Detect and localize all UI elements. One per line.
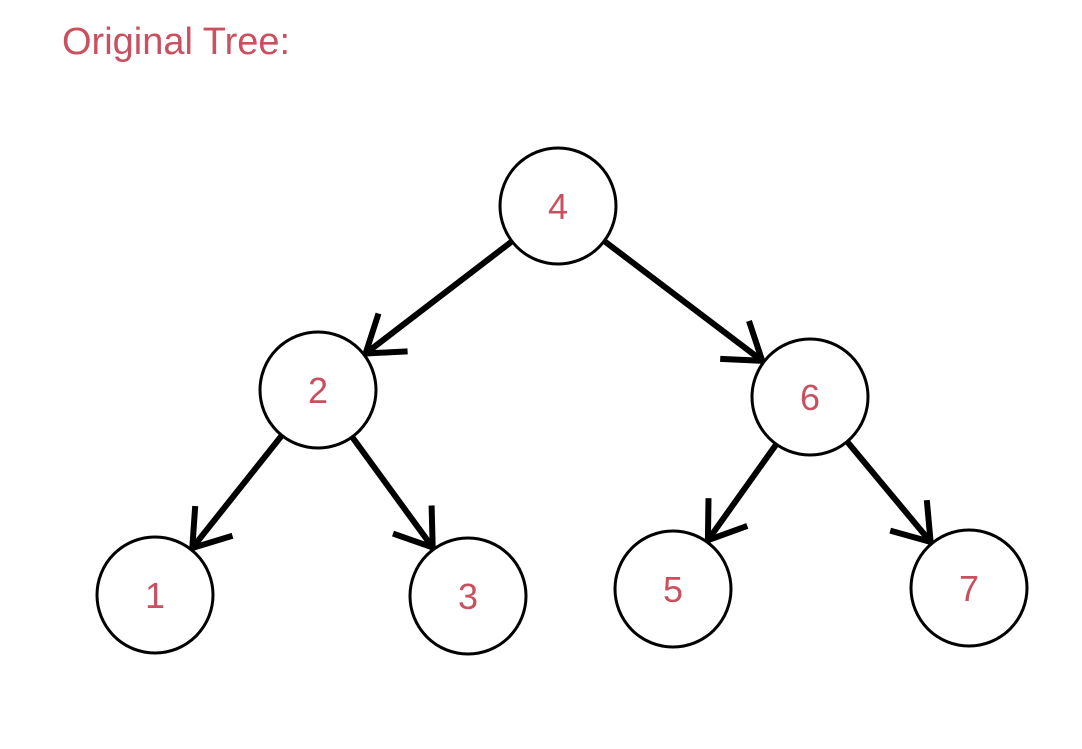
arrowhead-n4-n6 (720, 319, 767, 364)
edge-n4-n2 (363, 238, 514, 356)
node-circle (498, 146, 618, 266)
node-label: 6 (800, 377, 820, 418)
node-label: 5 (663, 569, 683, 610)
arrowhead-n6-n7 (889, 499, 934, 546)
tree-node-3: 3 (408, 536, 528, 656)
node-label: 4 (548, 186, 568, 227)
tree-node-1: 1 (95, 535, 215, 655)
arrowhead-n2-n3 (392, 505, 436, 552)
edge-n2-n3 (349, 435, 436, 550)
arrowhead-n4-n2 (361, 312, 408, 357)
edge-n4-n6 (602, 238, 765, 364)
node-circle (613, 529, 733, 649)
node-circle (408, 536, 528, 656)
edge-n6-n5 (705, 442, 779, 542)
edge-n2-n1 (189, 433, 285, 550)
tree-node-2: 2 (258, 330, 378, 450)
node-circle (750, 337, 870, 457)
node-circle (909, 528, 1029, 648)
tree-node-5: 5 (613, 529, 733, 649)
edge-n6-n7 (844, 439, 933, 544)
nodes-layer: 4 2 6 1 3 5 7 (95, 146, 1029, 656)
tree-node-7: 7 (909, 528, 1029, 648)
arrowhead-n2-n1 (189, 505, 234, 553)
tree-node-4: 4 (498, 146, 618, 266)
tree-node-6: 6 (750, 337, 870, 457)
node-label: 1 (145, 575, 165, 616)
node-label: 2 (308, 370, 328, 411)
arrowhead-n6-n5 (704, 498, 749, 545)
node-label: 3 (458, 576, 478, 617)
page-title: Original Tree: (62, 21, 291, 63)
node-circle (95, 535, 215, 655)
edges-layer (189, 238, 934, 553)
node-label: 7 (959, 568, 979, 609)
node-circle (258, 330, 378, 450)
